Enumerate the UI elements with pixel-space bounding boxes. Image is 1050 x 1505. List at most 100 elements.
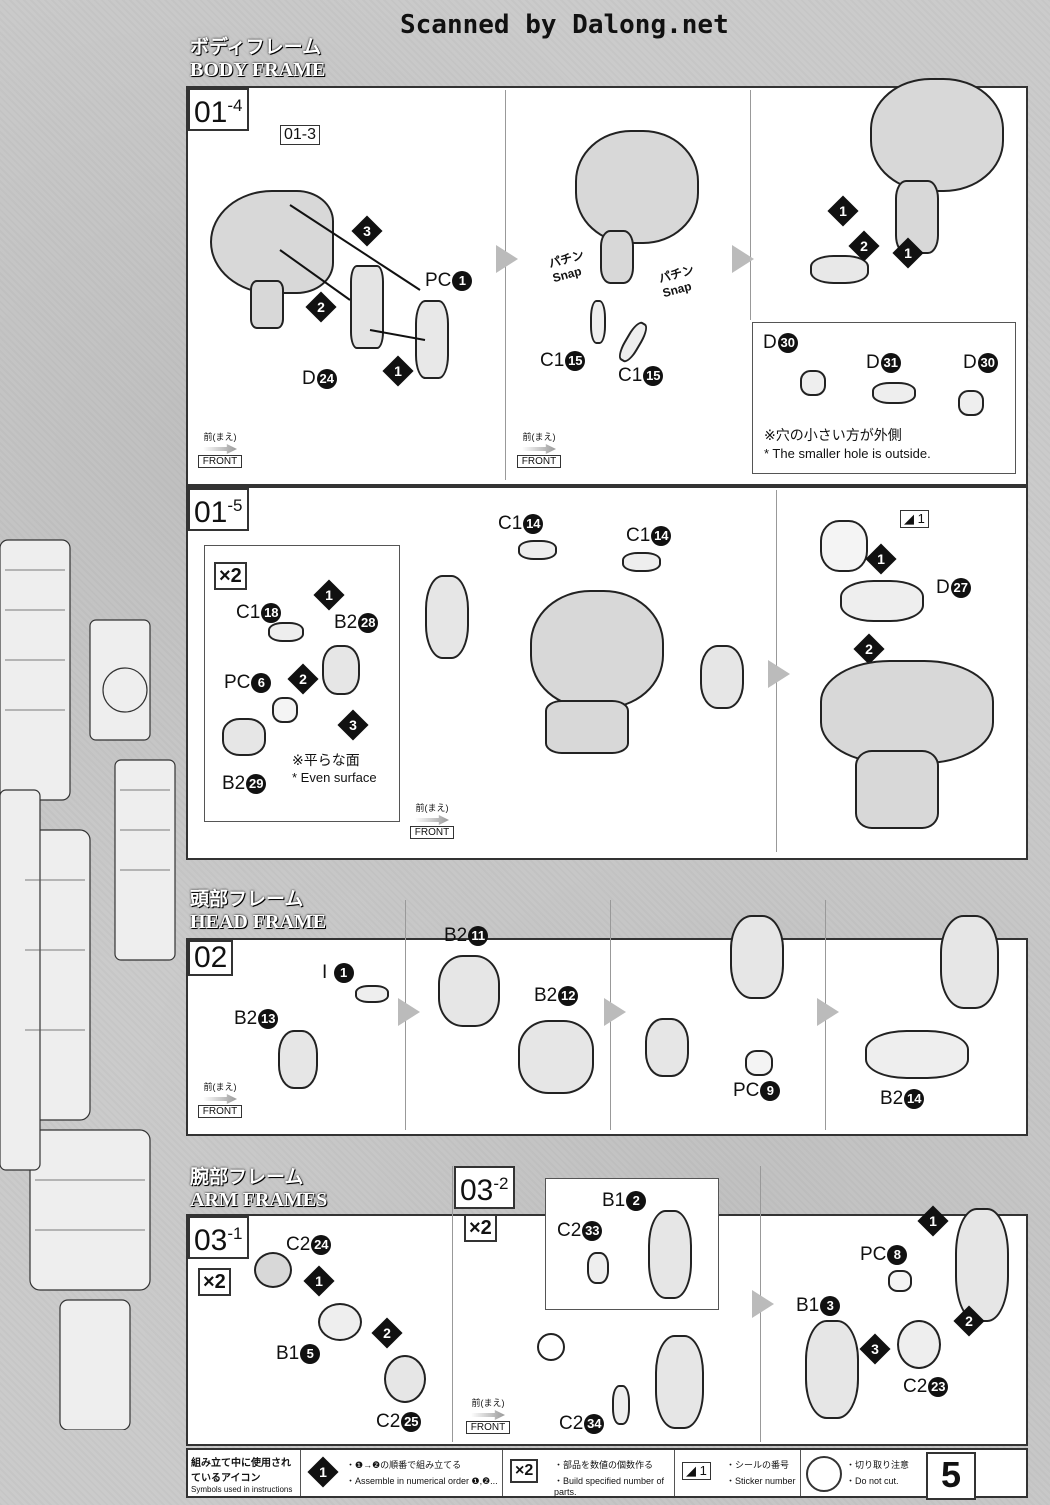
part-number-badge: 12 bbox=[558, 985, 579, 1006]
part-number-badge: 6 bbox=[251, 672, 272, 693]
front-indicator: 前(まえ)FRONT bbox=[466, 1398, 510, 1434]
part-label-i1: I 1 bbox=[322, 962, 354, 984]
sticker-part bbox=[820, 520, 868, 572]
torso-assembly-part bbox=[530, 590, 664, 709]
next-arrow bbox=[817, 998, 839, 1026]
part-C2-33 bbox=[587, 1252, 609, 1284]
part-number-badge: 33 bbox=[582, 1220, 603, 1241]
part-code: D bbox=[866, 352, 880, 373]
inset-note-en: * The smaller hole is outside. bbox=[764, 446, 931, 461]
part-code: B2 bbox=[880, 1088, 904, 1109]
front-label-en: FRONT bbox=[198, 455, 242, 468]
part-code: PC bbox=[733, 1080, 760, 1101]
part-I1 bbox=[355, 985, 389, 1003]
part-C1-18 bbox=[268, 622, 304, 642]
front-label-en: FRONT bbox=[466, 1421, 510, 1434]
step-number: 02 bbox=[188, 940, 234, 976]
part-number-badge: 5 bbox=[300, 1343, 321, 1364]
part-B1-3 bbox=[805, 1320, 859, 1419]
part-number-badge: 28 bbox=[358, 612, 379, 633]
part-B2-13 bbox=[278, 1030, 318, 1089]
quantity-x2-icon: ×2 bbox=[510, 1459, 539, 1483]
order-marker-3: 3 bbox=[859, 1333, 891, 1365]
part-number-badge: 13 bbox=[258, 1008, 279, 1029]
order-marker-1: 1 bbox=[303, 1265, 335, 1297]
torso-frame-part bbox=[210, 190, 334, 294]
torso-frame-lower-part bbox=[250, 280, 284, 329]
sticker-number-badge: ◢ 1 bbox=[900, 510, 929, 528]
part-code: D bbox=[763, 332, 777, 353]
part-B2-14 bbox=[865, 1030, 969, 1079]
torso-lower-part bbox=[600, 230, 634, 284]
step-number-main: 03 bbox=[460, 1174, 494, 1207]
quantity-x2: ×2 bbox=[198, 1268, 231, 1296]
front-label-en: FRONT bbox=[198, 1105, 242, 1118]
front-indicator: 前(まえ) FRONT bbox=[198, 1082, 242, 1118]
no-cut-icon bbox=[537, 1333, 565, 1361]
next-arrow bbox=[604, 998, 626, 1026]
part-number-badge: 15 bbox=[643, 365, 664, 386]
part-number-badge: 11 bbox=[468, 925, 489, 946]
legend-cut-jp: ・切り取り注意 bbox=[846, 1460, 910, 1470]
step-number-main: 01 bbox=[194, 496, 228, 529]
legend-sticker-en: ・Sticker number bbox=[726, 1476, 796, 1486]
part-code: C1 bbox=[618, 365, 643, 386]
divider bbox=[505, 90, 506, 480]
step-number: 03-2 bbox=[454, 1166, 515, 1209]
part-B2-12 bbox=[518, 1020, 594, 1094]
front-label-jp: 前(まえ) bbox=[203, 432, 237, 442]
part-D30 bbox=[800, 370, 826, 396]
part-code: B1 bbox=[602, 1190, 626, 1211]
assembly-arrows bbox=[279, 204, 426, 341]
part-number-badge: 14 bbox=[904, 1088, 925, 1109]
torso-assembly-part bbox=[820, 660, 994, 764]
part-C2-24 bbox=[254, 1252, 292, 1288]
page-number: 5 bbox=[926, 1452, 976, 1500]
step-number: 01-5 bbox=[188, 488, 249, 531]
part-code: C1 bbox=[498, 513, 523, 534]
part-code: D bbox=[963, 352, 977, 373]
order-marker-2: 2 bbox=[287, 663, 319, 695]
section-title-en: BODY FRAME bbox=[190, 59, 326, 81]
sticker-number: 1 bbox=[917, 511, 925, 526]
legend-count-jp: ・部品を数値の個数作る bbox=[554, 1460, 654, 1470]
torso-legs-part bbox=[545, 700, 629, 754]
part-number-badge: 14 bbox=[651, 525, 672, 546]
step-number: 01-4 bbox=[188, 88, 249, 131]
next-arrow bbox=[732, 245, 754, 273]
front-label-en: FRONT bbox=[410, 826, 454, 839]
step-number-sub: -5 bbox=[227, 496, 243, 515]
part-PC6 bbox=[272, 697, 298, 723]
step-number-sub: -2 bbox=[493, 1174, 509, 1193]
section-title-body-frame: ボディフレーム BODY FRAME bbox=[190, 38, 325, 80]
part-number-badge: 3 bbox=[820, 1295, 841, 1316]
next-arrow bbox=[752, 1290, 774, 1318]
part-code: C2 bbox=[376, 1411, 401, 1432]
front-label-jp: 前(まえ) bbox=[203, 1082, 237, 1092]
front-indicator: 前(まえ)FRONT bbox=[410, 803, 454, 839]
part-code: C1 bbox=[626, 525, 651, 546]
next-arrow bbox=[398, 998, 420, 1026]
surface-note-en: * Even surface bbox=[292, 770, 377, 785]
step-number: 03-1 bbox=[188, 1216, 249, 1259]
part-number-badge: 2 bbox=[626, 1190, 647, 1211]
quantity-x2: ×2 bbox=[214, 562, 247, 590]
shoulder-joint-part-left bbox=[425, 575, 469, 659]
step-number-sub: -4 bbox=[227, 96, 243, 115]
order-marker-2: 2 bbox=[848, 230, 880, 262]
part-C1-15 bbox=[590, 300, 606, 344]
head-assembly-part bbox=[730, 915, 784, 999]
part-number-badge: 1 bbox=[333, 962, 354, 983]
part-code: PC bbox=[860, 1244, 887, 1265]
